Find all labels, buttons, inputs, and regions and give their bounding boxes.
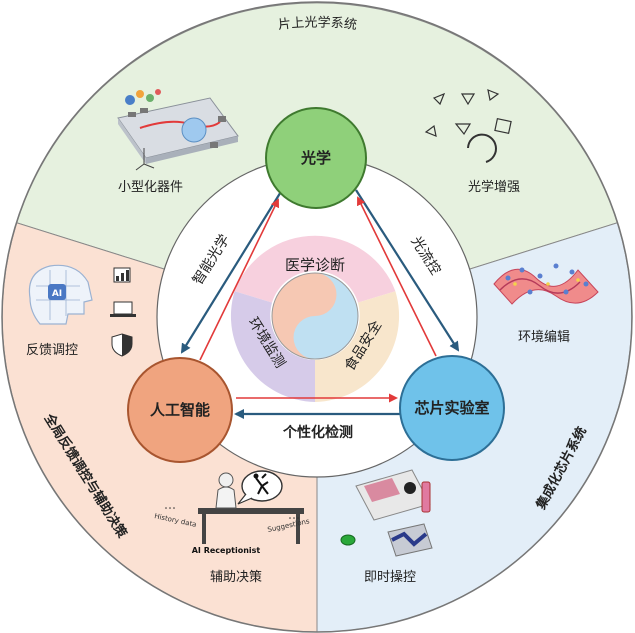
arrow-lab-to-optics (357, 196, 437, 357)
triangle-arrows (180, 189, 460, 419)
wave-surface-icon (493, 263, 599, 305)
shield-icon (111, 333, 133, 357)
ai-head-icon: AI (28, 264, 93, 325)
feature-feedback: 反馈调控 (26, 343, 78, 358)
node-lab: 芯片实验室 (399, 355, 505, 461)
node-optics: 光学 (265, 107, 367, 209)
feature-decision: 辅助决策 (210, 569, 262, 585)
arrow-ai-to-optics (199, 198, 279, 361)
feature-miniaturized: 小型化器件 (118, 180, 183, 195)
devices-icon (110, 301, 136, 317)
node-ai: 人工智能 (127, 357, 233, 463)
node-lab-label: 芯片实验室 (414, 399, 489, 417)
microchip-icon (117, 89, 239, 171)
feature-env-edit: 环境编辑 (518, 330, 570, 345)
arrow-optics-to-lab (355, 189, 460, 352)
center-lobe-environment (230, 291, 315, 402)
shapes-icon (424, 89, 512, 163)
center-lobe-medical (234, 235, 396, 303)
receptionist-label: AI Receptionist (192, 546, 261, 555)
feature-instant-control: 即时操控 (364, 569, 416, 585)
gauge-icon (113, 267, 131, 283)
center-ring (230, 235, 400, 402)
handheld-device-icon (340, 469, 433, 557)
arrow-optics-to-ai (180, 189, 283, 354)
node-optics-label: 光学 (300, 149, 331, 167)
center-medical: 医学诊断 (285, 256, 345, 274)
edge-ai-lab: 个性化检测 (282, 424, 353, 441)
node-ai-label: 人工智能 (150, 401, 210, 419)
feature-optical-enhance: 光学增强 (468, 179, 520, 195)
ai-chip-text: AI (52, 289, 62, 299)
center-lobe-food (315, 291, 400, 402)
